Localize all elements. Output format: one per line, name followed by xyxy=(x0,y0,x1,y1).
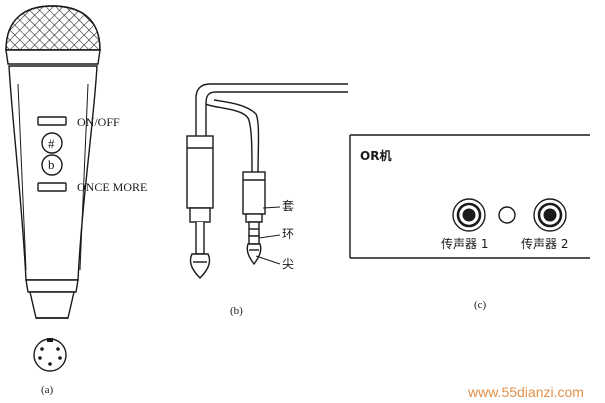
large-plug-tip xyxy=(189,253,211,279)
mic-tail xyxy=(29,291,75,319)
tip-label: 尖 xyxy=(282,257,295,271)
jack-1-label: 传声器 1 xyxy=(441,237,489,251)
caption-b: (b) xyxy=(230,305,243,317)
tip-leader xyxy=(255,255,281,265)
panel-outline xyxy=(349,134,590,259)
small-plug-tip xyxy=(246,243,262,266)
mic-bottom-band xyxy=(25,279,79,293)
flat-symbol: b xyxy=(48,157,55,172)
on-off-label: ON/OFF xyxy=(77,115,120,129)
cable-large xyxy=(195,83,348,136)
sharp-button xyxy=(41,132,63,154)
jack-2-label: 传声器 2 xyxy=(521,237,569,251)
watermark: www.55dianzi.com xyxy=(468,384,584,400)
small-plug-body xyxy=(242,171,266,215)
caption-a: (a) xyxy=(41,384,54,396)
flat-button xyxy=(41,154,63,176)
mic-collar xyxy=(5,49,101,65)
microphone xyxy=(5,5,101,372)
panel-indicator xyxy=(498,206,516,224)
sharp-symbol: # xyxy=(48,136,55,151)
din-connector xyxy=(33,338,67,372)
caption-c: (c) xyxy=(474,299,487,311)
once-more-button xyxy=(37,182,67,192)
sleeve-label: 套 xyxy=(282,199,295,213)
panel xyxy=(349,134,590,259)
ring-leader xyxy=(258,234,281,239)
sleeve-leader xyxy=(262,206,281,209)
mic-grille xyxy=(5,5,101,51)
once-more-label: ONCE MORE xyxy=(77,180,148,194)
plugs xyxy=(186,83,348,279)
on-off-switch xyxy=(37,116,67,126)
ring-label: 环 xyxy=(282,227,295,241)
panel-title: OR机 xyxy=(360,149,392,163)
large-plug-body xyxy=(186,135,214,209)
cable-small xyxy=(205,103,253,173)
